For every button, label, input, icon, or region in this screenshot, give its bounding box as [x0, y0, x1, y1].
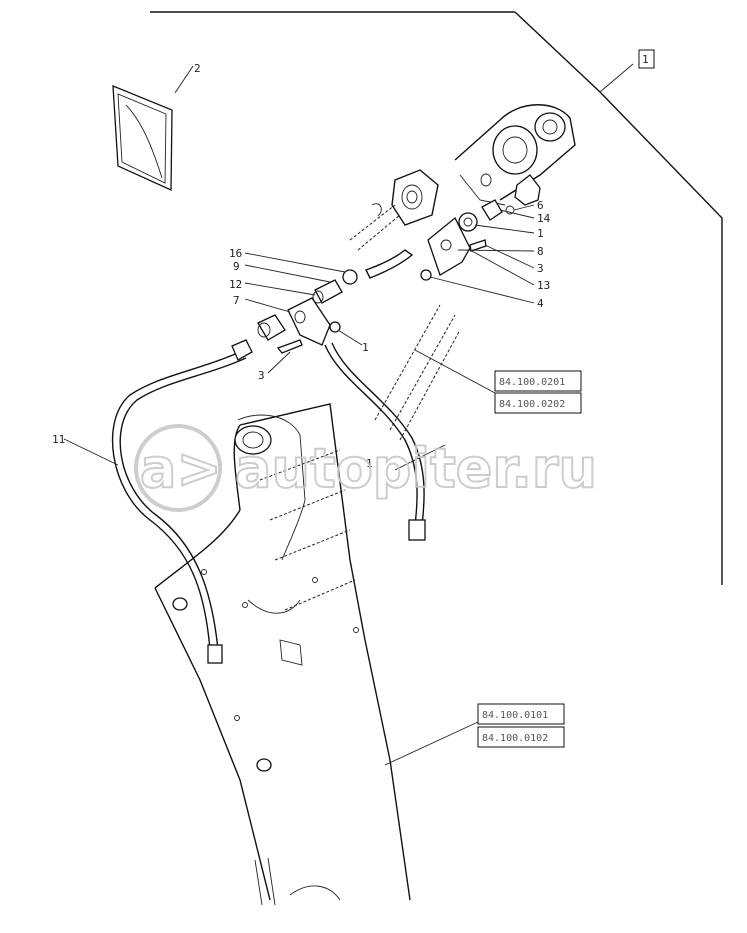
boom-structure	[154, 403, 411, 906]
label-9: 9	[233, 260, 240, 273]
label-1c: 1	[366, 457, 373, 470]
label-7: 7	[233, 294, 240, 307]
ref-box-lower-b[interactable]	[477, 726, 565, 748]
hose-11	[111, 339, 253, 664]
ref-box-upper-a[interactable]	[494, 370, 582, 392]
ref-box-lower-a[interactable]	[477, 703, 565, 725]
ref-lower-a[interactable]: 84.100.0101	[482, 710, 548, 721]
assembly-bracket: 1	[150, 11, 723, 585]
label-2: 2	[194, 62, 201, 75]
label-6: 6	[537, 199, 544, 212]
left-fittings	[257, 297, 341, 354]
hose-right	[324, 342, 426, 541]
ref-upper-b[interactable]: 84.100.0202	[499, 399, 565, 410]
watermark-text: autopiter.ru	[235, 437, 597, 500]
label-16: 16	[229, 247, 242, 260]
reference-group-upper: 84.100.0201 84.100.0202	[494, 370, 582, 414]
right-fittings	[312, 174, 541, 304]
label-12: 12	[229, 278, 242, 291]
label-4: 4	[537, 297, 544, 310]
label-14: 14	[537, 212, 551, 225]
assembly-number-box	[638, 49, 655, 69]
reference-group-lower: 84.100.0101 84.100.0102	[477, 703, 565, 748]
label-13: 13	[537, 279, 550, 292]
label-1a: 1	[362, 341, 369, 354]
label-11: 11	[52, 433, 65, 446]
ref-upper-a[interactable]: 84.100.0201	[499, 377, 565, 388]
ref-lower-b[interactable]: 84.100.0102	[482, 733, 548, 744]
assembly-number: 1	[642, 53, 649, 66]
cylinder-head	[349, 104, 576, 441]
label-1b: 1	[537, 227, 544, 240]
label-3b: 3	[537, 262, 544, 275]
watermark-logo: a>	[140, 437, 222, 500]
leader-lines	[63, 204, 535, 766]
ref-box-upper-b[interactable]	[494, 392, 582, 414]
watermark: a> autopiter.ru	[134, 424, 598, 512]
manual-booklet	[112, 65, 194, 192]
label-3a: 3	[258, 369, 265, 382]
label-8: 8	[537, 245, 544, 258]
